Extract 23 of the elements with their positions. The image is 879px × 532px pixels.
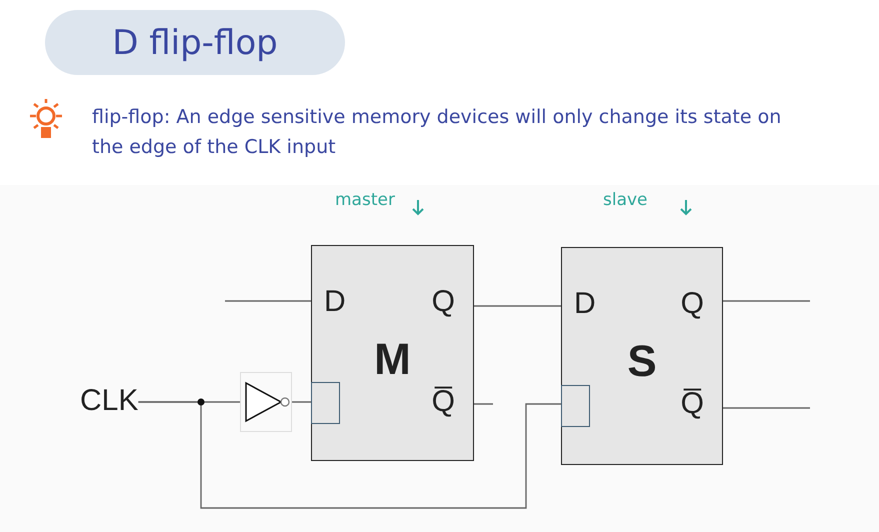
block-letter: S	[626, 340, 658, 384]
pin-label: Q	[680, 289, 704, 319]
pin-label: Q	[432, 287, 455, 317]
wire	[474, 403, 493, 405]
note-text: flip-flop: An edge sensitive memory devices will only change its state on the edge of the CLK input	[92, 105, 782, 160]
wire	[723, 300, 810, 302]
wire	[138, 401, 561, 509]
master-flip-flop-box	[311, 245, 474, 461]
clk-label: CLK	[80, 386, 138, 416]
wire	[292, 401, 311, 403]
wire	[225, 300, 311, 302]
inverter-symbol	[240, 372, 292, 432]
wire	[474, 305, 561, 307]
slave-annotation: slave	[603, 190, 648, 210]
pin-label: D	[324, 287, 346, 317]
block-letter: M	[373, 338, 412, 382]
wire	[723, 407, 810, 409]
pin-label: Q̅	[680, 389, 704, 419]
pin-label: D	[574, 289, 596, 319]
master-annotation: master	[335, 190, 395, 210]
pin-label: Q̅	[432, 387, 455, 417]
slave-flip-flop-box	[561, 247, 723, 465]
title: D flip-flop	[45, 10, 345, 75]
